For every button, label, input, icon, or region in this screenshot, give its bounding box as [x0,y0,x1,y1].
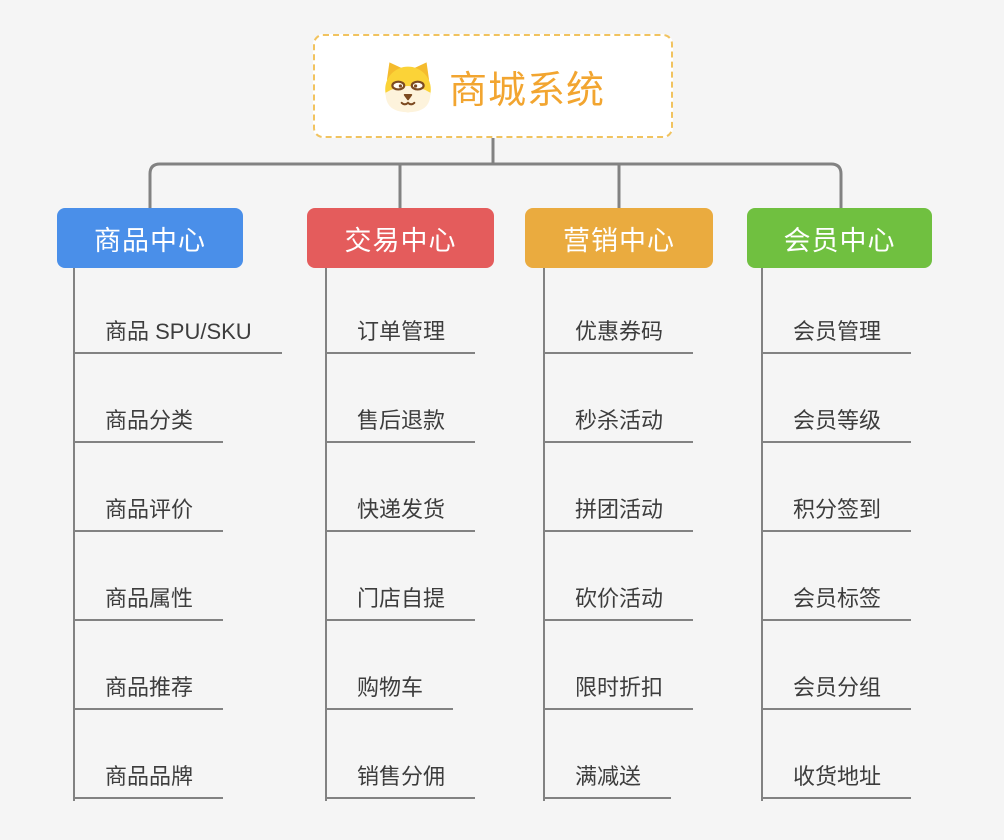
branch-children-column: 订单管理售后退款快递发货门店自提购物车销售分佣 [325,268,476,801]
child-item[interactable]: 商品推荐 [75,670,224,710]
child-item[interactable]: 会员分组 [763,670,912,710]
root-node-mall-system[interactable]: 商城系统 [313,34,673,138]
child-item[interactable]: 会员等级 [763,403,912,443]
root-title: 商城系统 [448,69,605,112]
child-item[interactable]: 商品品牌 [75,759,224,799]
child-item[interactable]: 限时折扣 [545,670,694,710]
branch-node-3[interactable]: 营销中心 [525,208,713,268]
branch-node-2[interactable]: 交易中心 [307,208,494,268]
child-item[interactable]: 商品 SPU/SKU [75,314,282,354]
branch-node-4[interactable]: 会员中心 [747,208,932,268]
branch-children-column: 商品 SPU/SKU 商品分类商品评价商品属性商品推荐商品品牌 [73,268,282,801]
child-item[interactable]: 商品属性 [75,581,224,621]
child-item[interactable]: 收货地址 [763,759,912,799]
child-item[interactable]: 订单管理 [327,314,476,354]
child-item[interactable]: 积分签到 [763,492,912,532]
child-item[interactable]: 销售分佣 [327,759,476,799]
child-item[interactable]: 商品评价 [75,492,224,532]
child-item[interactable]: 商品分类 [75,403,224,443]
child-item[interactable]: 拼团活动 [545,492,694,532]
child-item[interactable]: 门店自提 [327,581,476,621]
branch-label: 商品中心 [94,225,206,256]
child-item[interactable]: 满减送 [545,759,672,799]
child-item[interactable]: 优惠券码 [545,314,694,354]
dog-icon [381,59,435,113]
branch-node-1[interactable]: 商品中心 [57,208,243,268]
child-item[interactable]: 秒杀活动 [545,403,694,443]
child-item[interactable]: 会员标签 [763,581,912,621]
branch-children-column: 优惠券码秒杀活动拼团活动砍价活动限时折扣满减送 [543,268,694,801]
branch-label: 会员中心 [783,225,896,256]
child-item[interactable]: 砍价活动 [545,581,694,621]
child-item[interactable]: 快递发货 [327,492,476,532]
branch-label: 营销中心 [563,225,675,256]
child-item[interactable]: 会员管理 [763,314,912,354]
branch-children-column: 会员管理会员等级积分签到会员标签会员分组收货地址 [761,268,912,801]
child-item[interactable]: 购物车 [327,670,454,710]
child-item[interactable]: 售后退款 [327,403,476,443]
branch-label: 交易中心 [344,225,457,256]
